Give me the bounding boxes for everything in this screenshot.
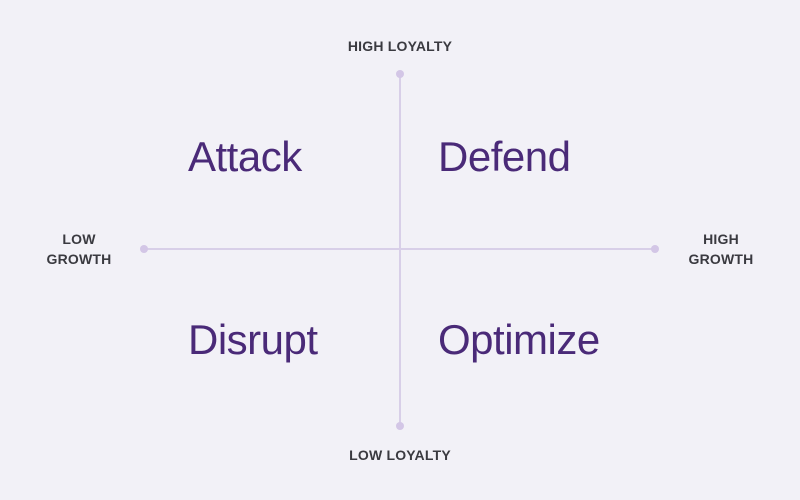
vertical-axis — [399, 74, 401, 426]
axis-endpoint-right — [651, 245, 659, 253]
axis-label-high-loyalty: HIGH LOYALTY — [347, 38, 453, 54]
quadrant-optimize: Optimize — [438, 316, 600, 363]
quadrant-defend: Defend — [438, 133, 571, 180]
axis-label-high-growth-line1: HIGH — [703, 231, 739, 247]
axis-endpoint-top — [396, 70, 404, 78]
axis-label-low-growth-line2: GROWTH — [46, 251, 112, 267]
axis-label-low-growth: LOW GROWTH — [24, 229, 134, 269]
axis-label-low-loyalty: LOW LOYALTY — [349, 447, 451, 463]
quadrant-disrupt: Disrupt — [188, 316, 318, 363]
axis-label-high-growth-line2: GROWTH — [688, 251, 754, 267]
axis-endpoint-left — [140, 245, 148, 253]
quadrant-attack: Attack — [188, 133, 302, 180]
axis-label-low-growth-line1: LOW — [62, 231, 96, 247]
axis-endpoint-bottom — [396, 422, 404, 430]
axis-label-high-growth: HIGH GROWTH — [666, 229, 776, 269]
